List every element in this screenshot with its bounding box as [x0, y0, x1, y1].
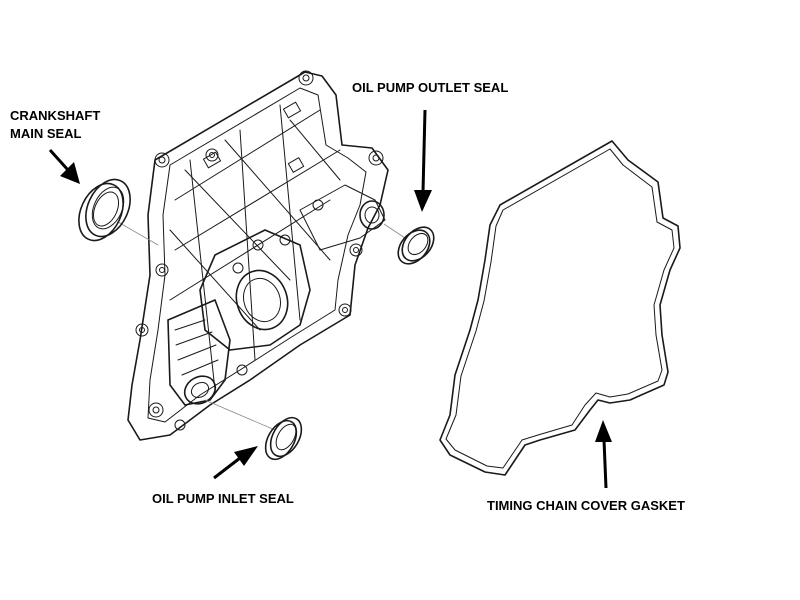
inlet-seal-label: OIL PUMP INLET SEAL — [152, 491, 294, 506]
crankshaft-main-seal — [78, 178, 131, 242]
timing-chain-cover-gasket — [439, 140, 681, 476]
gasket-arrow — [595, 420, 612, 489]
outlet-seal-label: OIL PUMP OUTLET SEAL — [352, 80, 508, 95]
arrows — [48, 109, 612, 489]
oil-pump-outlet-seal — [397, 226, 435, 265]
outlet-seal-arrow — [414, 109, 432, 212]
oil-pump-inlet-seal — [264, 416, 303, 461]
crankshaft-seal-label-line2: MAIN SEAL — [10, 126, 82, 141]
leader-lines — [117, 221, 406, 431]
crankshaft-arrow — [48, 148, 80, 184]
timing-chain-cover — [127, 70, 389, 441]
crankshaft-seal-label-line1: CRANKSHAFT — [10, 108, 100, 123]
inlet-seal-arrow — [213, 446, 258, 480]
gasket-label: TIMING CHAIN COVER GASKET — [487, 498, 685, 513]
